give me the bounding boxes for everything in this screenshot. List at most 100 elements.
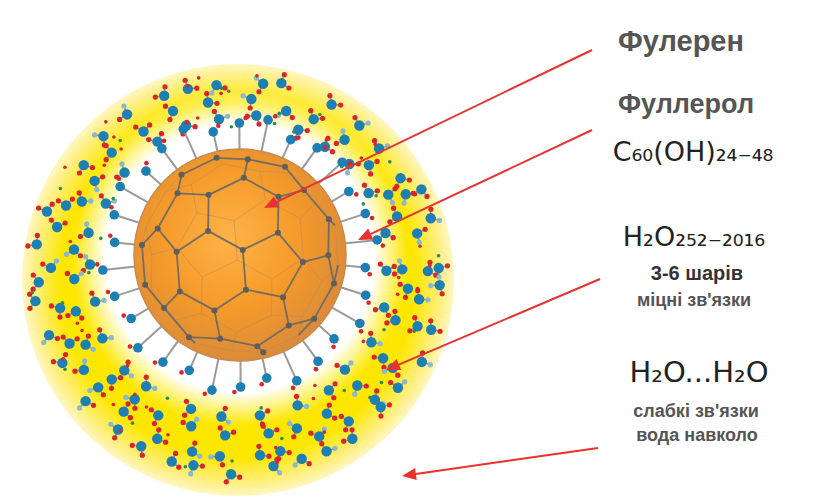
- oxygen-atom: [136, 441, 146, 451]
- carbon-bond: [209, 178, 244, 195]
- oxygen-atom: [183, 84, 193, 94]
- hydrogen-atom: [225, 114, 230, 119]
- hydrogen-atom: [184, 399, 189, 404]
- hydrogen-atom: [327, 93, 332, 98]
- small-atom: [30, 291, 34, 295]
- hydrogen-atom: [331, 395, 336, 400]
- carbon-atom: [254, 343, 260, 349]
- small-atom: [61, 357, 65, 361]
- hydrogen-atom: [282, 72, 287, 77]
- hydrogen-atom: [63, 352, 68, 357]
- hydrogen-atom: [423, 227, 428, 232]
- oxygen-atom: [246, 94, 256, 104]
- oxygen-atom: [383, 189, 393, 199]
- small-atom: [119, 429, 123, 433]
- oxygen-atom: [397, 264, 407, 274]
- hydrogen-atom: [364, 383, 369, 388]
- oxygen-atom: [340, 364, 350, 374]
- carbon-bond: [328, 255, 334, 283]
- hydroxyl-oxygen: [344, 187, 354, 197]
- layers-label: 3-6 шарів: [651, 262, 743, 285]
- hydrogen-atom: [341, 439, 346, 444]
- oxygen-atom: [119, 167, 129, 177]
- carbon-atom: [174, 249, 180, 255]
- small-atom: [412, 329, 416, 333]
- hydrogen-atom: [308, 108, 313, 113]
- hydrogen-atom: [287, 450, 292, 455]
- hydroxyl-oxygen: [292, 376, 302, 386]
- hydrogen-atom: [163, 440, 168, 445]
- fullerene-cage: [134, 149, 346, 361]
- hydrogen-atom: [397, 282, 402, 287]
- hydrogen-atom: [237, 475, 242, 480]
- carbon-bond: [316, 202, 335, 225]
- hydrogen-atom: [125, 401, 130, 406]
- hydrogen-atom: [382, 369, 387, 374]
- arrow-head: [402, 468, 417, 480]
- hydrogen-atom: [412, 315, 417, 320]
- hydrogen-atom: [372, 138, 377, 143]
- hydrogen-atom: [90, 165, 95, 170]
- hydroxyl-hydrogen: [291, 386, 296, 391]
- carbon-bond: [260, 171, 266, 199]
- small-atom: [131, 421, 135, 425]
- carbon-atom: [331, 281, 337, 287]
- hydrogen-atom: [125, 360, 130, 365]
- hydrogen-atom: [411, 191, 416, 196]
- hydrogen-atom: [425, 297, 430, 302]
- small-atom: [219, 92, 223, 96]
- carbon-bond: [177, 213, 197, 248]
- oxygen-atom: [152, 434, 162, 444]
- carbon-atom: [311, 316, 317, 322]
- oxygen-atom: [188, 460, 198, 470]
- oxygen-atom: [255, 450, 265, 460]
- inner-white-zone: [72, 90, 408, 426]
- small-atom: [360, 156, 364, 160]
- oxygen-atom: [52, 222, 62, 232]
- hydrogen-atom: [428, 362, 433, 367]
- water-note: вода навколо: [636, 425, 757, 446]
- oxygen-atom: [322, 408, 332, 418]
- oxygen-atom: [308, 114, 318, 124]
- carbon-atom: [300, 259, 306, 265]
- hydroxyl-hydrogen: [370, 216, 375, 221]
- small-atom: [197, 76, 201, 80]
- hydrogen-atom: [343, 427, 348, 432]
- hydrogen-atom: [88, 198, 93, 203]
- oxygen-atom: [216, 411, 226, 421]
- hydrogen-atom: [55, 336, 60, 341]
- carbon-bond: [208, 231, 243, 250]
- hydrogen-atom: [345, 170, 350, 175]
- hydrogen-atom: [428, 318, 433, 323]
- hydrogen-atom: [183, 78, 188, 83]
- oxygen-atom: [69, 274, 79, 284]
- carbon-bond: [283, 262, 303, 297]
- hydrogen-atom: [140, 453, 145, 458]
- leader-arrow: [397, 279, 600, 365]
- small-atom: [119, 147, 123, 151]
- hydrogen-atom: [352, 392, 357, 397]
- hydroxyl-hydrogen: [259, 382, 264, 387]
- bond-note: слабкі зв'язки: [633, 401, 758, 422]
- hydrogen-atom: [445, 263, 450, 268]
- hydrogen-atom: [79, 315, 84, 320]
- hydroxyl-hydrogen: [381, 243, 386, 248]
- fullerol-label: Фуллерол: [618, 89, 754, 120]
- hydrogen-atom: [276, 456, 281, 461]
- hydrogen-atom: [223, 406, 228, 411]
- hydroxyl-oxygen: [337, 157, 347, 167]
- carbon-bond: [304, 190, 329, 219]
- small-atom: [396, 293, 400, 297]
- oxygen-atom: [292, 423, 302, 433]
- hydrogen-atom: [293, 462, 298, 467]
- hydrogen-atom: [332, 381, 337, 386]
- small-atom: [437, 254, 441, 258]
- hydroxyl-oxygen: [263, 115, 273, 125]
- carbon-bond: [142, 245, 145, 285]
- carbon-bond: [176, 313, 201, 320]
- carbon-bond: [300, 219, 303, 259]
- oxygen-atom: [215, 451, 225, 461]
- formula-label: H₂O...H₂O: [630, 356, 769, 389]
- hydrogen-atom: [349, 427, 354, 432]
